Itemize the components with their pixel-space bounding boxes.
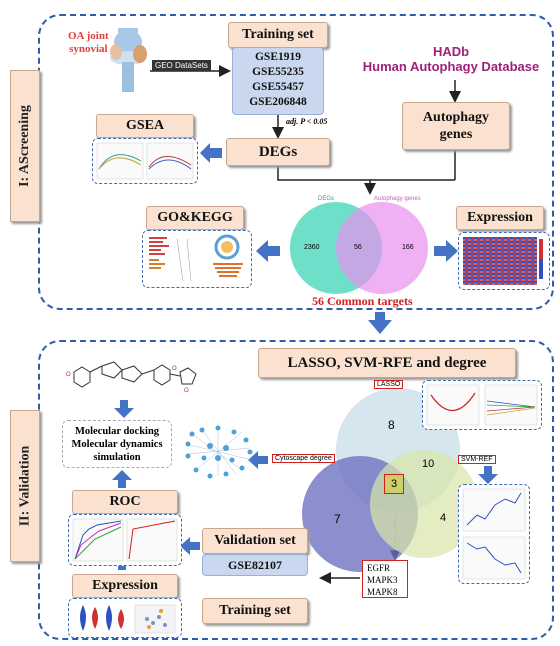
validation-dataset: GSE82107 (202, 554, 308, 576)
common-targets-caption: 56 Common targets (312, 294, 413, 308)
venn-right-count: 166 (402, 244, 414, 251)
training-set-title: Training set (228, 22, 328, 48)
knee-joint-illustration (104, 28, 152, 98)
roc-plot (68, 514, 182, 566)
gene-item: MAPK3 (367, 575, 398, 585)
roc-label: ROC (72, 490, 178, 514)
geo-label: GEO DataSets (152, 60, 211, 71)
venn2-count-right: 4 (440, 512, 447, 524)
dataset-item: GSE55235 (252, 66, 304, 78)
venn-common-targets (286, 192, 432, 300)
expression-label-bottom: Expression (72, 574, 178, 598)
molecule-structure: O O O (62, 352, 202, 402)
lasso-tag: LASSO (374, 380, 404, 389)
venn2-count-left: 7 (334, 512, 341, 526)
venn-left-label: DEGs (318, 196, 335, 202)
section-label-validation: II: Validation (10, 410, 40, 562)
gsea-plot (92, 138, 198, 184)
gsea-label: GSEA (96, 114, 194, 138)
autophagy-genes-label: Autophagy genes (402, 102, 510, 150)
expression-violin-plot (68, 598, 182, 638)
section-label-screening: I: AScreening (10, 70, 40, 222)
degs-label: DEGs (226, 138, 330, 166)
expression-heatmap (458, 232, 550, 290)
gene-item: MAPK8 (367, 587, 398, 597)
venn2-count-top: 8 (388, 418, 395, 432)
svg-text:O: O (66, 372, 71, 378)
dataset-item: GSE206848 (249, 96, 307, 108)
venn2-count-middle-right: 10 (422, 458, 435, 470)
training-set-datasets: GSE1919 GSE55235 GSE55457 GSE206848 (232, 47, 324, 115)
venn-left-count: 2360 (304, 244, 320, 251)
venn2-center-box: 3 (384, 474, 404, 494)
svm-ref-tag: SVM-REF (458, 455, 496, 464)
hub-genes-box: EGFR MAPK3 MAPK8 (362, 560, 408, 598)
gene-item: EGFR (367, 563, 391, 573)
cytoscape-degree-tag: Cytoscape degree (272, 454, 335, 463)
gokegg-label: GO&KEGG (146, 206, 244, 230)
expression-label-top: Expression (456, 206, 544, 230)
dataset-item: GSE55457 (252, 81, 304, 93)
dataset-item: GSE1919 (254, 51, 301, 63)
svg-text:O: O (184, 388, 189, 394)
hadb-title: HADb Human Autophagy Database (362, 44, 540, 74)
lasso-svm-degree-title: LASSO, SVM-RFE and degree (258, 348, 516, 378)
validation-set-title: Validation set (202, 528, 308, 554)
molecular-docking-box: Molecular docking Molecular dynamics sim… (62, 420, 172, 468)
venn-right-label: Autophagy genes (374, 196, 421, 202)
cytoscape-network (182, 424, 256, 480)
venn-overlap-count: 56 (354, 244, 362, 251)
gokegg-plot (142, 230, 252, 288)
lasso-plot (422, 380, 542, 430)
svm-rfe-plot (458, 484, 530, 584)
training-set-bottom: Training set (202, 598, 308, 624)
adj-p-label: adj. P < 0.05 (286, 117, 328, 126)
oa-label: OA joint synovial (68, 30, 109, 55)
svg-text:O: O (172, 366, 177, 372)
